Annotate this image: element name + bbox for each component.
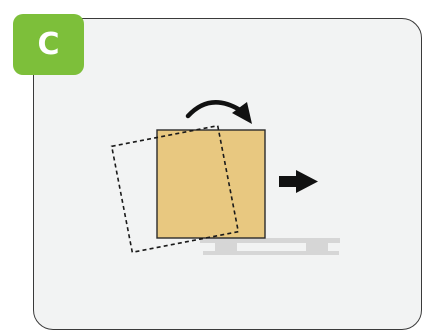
clockwise-rotation-arrow-icon — [185, 100, 252, 124]
right-arrow-icon — [279, 170, 318, 193]
pallet-top-board — [200, 238, 340, 243]
step-badge: C — [13, 14, 84, 75]
pallet-block-right — [306, 243, 328, 252]
rotated-box-outline — [110, 124, 240, 254]
pallet — [200, 238, 340, 255]
shipping-box — [156, 129, 266, 239]
pallet-block-left — [215, 243, 237, 252]
pallet-bottom-board — [203, 251, 339, 255]
